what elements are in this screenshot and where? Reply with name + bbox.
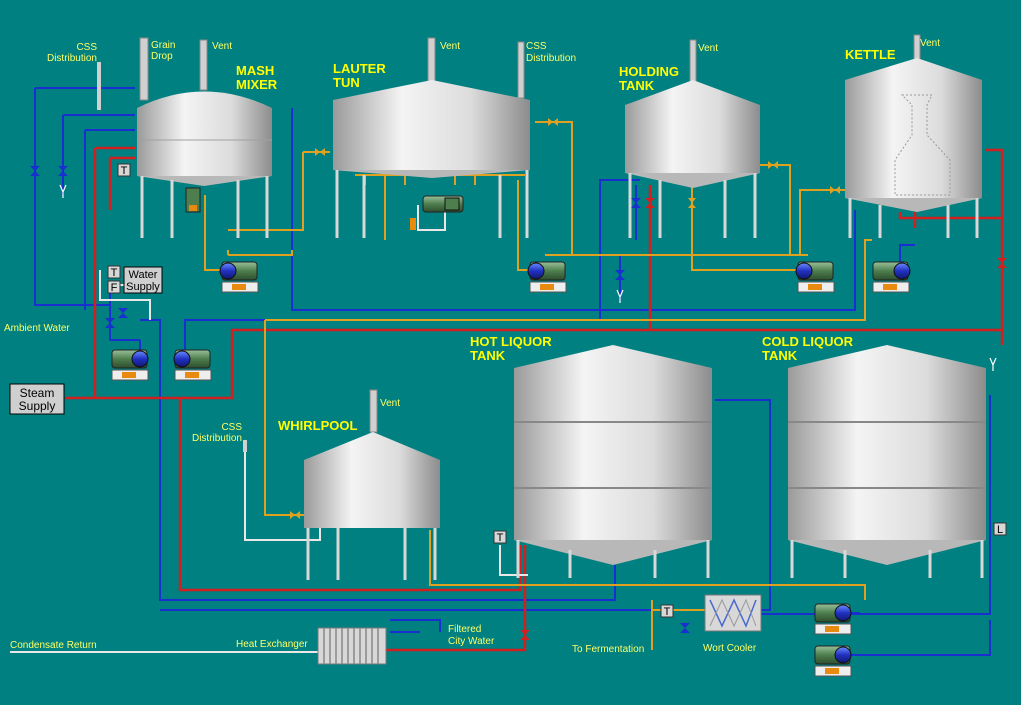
grain-drop-label: Grain — [151, 40, 175, 51]
temperature-indicator-cooler[interactable]: T — [660, 604, 674, 618]
valves[interactable] — [30, 166, 690, 633]
svg-text:TANK: TANK — [762, 348, 798, 363]
svg-text:Distribution: Distribution — [47, 53, 97, 64]
whirlpool-tank[interactable] — [304, 389, 440, 580]
lauter-tun-label: LAUTER — [333, 61, 386, 76]
svg-text:Steam: Steam — [20, 386, 55, 400]
svg-text:TANK: TANK — [619, 78, 655, 93]
svg-text:Distribution: Distribution — [192, 433, 242, 444]
pump-wort-cooler-1[interactable] — [814, 603, 852, 635]
svg-text:Supply: Supply — [126, 281, 160, 293]
valve-icon — [680, 623, 690, 633]
svg-text:TANK: TANK — [470, 348, 506, 363]
hot-liquor-tank[interactable] — [514, 345, 712, 578]
steam-supply-button[interactable]: Steam Supply — [9, 383, 65, 415]
hot-liquor-tank-label: HOT LIQUOR — [470, 334, 552, 349]
pump-wort-cooler-2[interactable] — [814, 645, 852, 677]
steam-valves[interactable] — [520, 198, 1007, 640]
valve-icon — [58, 166, 68, 176]
css-distribution-label: CSS — [526, 41, 547, 52]
cold-liquor-tank-label: COLD LIQUOR — [762, 334, 854, 349]
condensate-return-label: Condensate Return — [10, 640, 97, 651]
mash-mixer-label: MASH — [236, 63, 274, 78]
vent-label: Vent — [440, 41, 460, 52]
svg-text:City Water: City Water — [448, 636, 495, 647]
valve-icon — [548, 118, 558, 126]
svg-text:Drop: Drop — [151, 51, 173, 62]
pump-lauter[interactable] — [527, 261, 567, 293]
vent-label: Vent — [212, 41, 232, 52]
svg-text:T: T — [664, 606, 671, 618]
temperature-indicator-hlt[interactable]: T — [493, 530, 507, 544]
holding-tank[interactable] — [625, 39, 760, 238]
whirlpool-label: WHIRLPOOL — [278, 418, 357, 433]
heat-exchanger[interactable] — [317, 627, 387, 665]
pump-water-2[interactable] — [173, 349, 212, 381]
pump-kettle[interactable] — [872, 261, 911, 293]
valve-icon — [997, 258, 1007, 268]
cold-liquor-tank[interactable] — [788, 345, 986, 578]
valve-icon — [105, 318, 115, 328]
holding-tank-label: HOLDING — [619, 64, 679, 79]
valve-icon — [30, 166, 40, 176]
pump-lauter-rake[interactable] — [410, 195, 464, 230]
steam-pipes — [65, 146, 1004, 652]
svg-text:MIXER: MIXER — [236, 77, 278, 92]
temperature-indicator-water[interactable]: T — [107, 265, 121, 279]
svg-text:T: T — [111, 267, 118, 279]
wort-cooler-label: Wort Cooler — [703, 643, 757, 654]
lauter-tun-tank[interactable] — [333, 37, 530, 238]
pump-mash[interactable] — [219, 261, 259, 293]
small-labels: CSS Distribution Grain Drop Vent Vent CS… — [4, 38, 940, 655]
heat-exchanger-label: Heat Exchanger — [236, 639, 308, 650]
svg-text:Supply: Supply — [19, 399, 56, 413]
valve-icon — [118, 308, 128, 318]
vent-label: Vent — [920, 38, 940, 49]
pump-holding[interactable] — [795, 261, 835, 293]
valve-icon — [315, 148, 325, 156]
svg-text:T: T — [497, 532, 504, 544]
level-indicator-clt[interactable]: L — [993, 522, 1007, 536]
valve-icon — [688, 198, 696, 208]
wort-valves[interactable] — [290, 118, 840, 519]
ambient-water-label: Ambient Water — [4, 323, 70, 334]
valve-icon — [768, 161, 778, 169]
svg-text:T: T — [121, 165, 128, 177]
condensate-pipes — [10, 205, 528, 653]
valve-icon — [631, 198, 641, 208]
vent-label: Vent — [698, 43, 718, 54]
css-distribution-label: CSS — [76, 42, 97, 53]
svg-text:TUN: TUN — [333, 75, 360, 90]
css-distribution-label: CSS — [221, 422, 242, 433]
wort-cooler[interactable] — [704, 594, 762, 632]
valve-icon — [645, 198, 655, 208]
distribution-standpipes — [97, 62, 247, 452]
svg-text:F: F — [111, 282, 118, 294]
kettle-label: KETTLE — [845, 47, 896, 62]
svg-text:L: L — [997, 524, 1003, 536]
valve-icon — [290, 511, 300, 519]
temperature-indicator-mash[interactable]: T — [117, 163, 131, 177]
svg-text:Distribution: Distribution — [526, 53, 576, 64]
valve-icon — [830, 186, 840, 194]
mash-mixer-tank[interactable] — [137, 37, 272, 238]
vent-label: Vent — [380, 398, 400, 409]
pump-water-1[interactable] — [111, 349, 149, 381]
valve-icon — [520, 630, 530, 640]
valve-icon — [615, 270, 625, 280]
to-fermentation-label: To Fermentation — [572, 644, 644, 655]
tank-labels: MASH MIXER LAUTER TUN HOLDING TANK KETTL… — [236, 47, 896, 433]
filtered-city-water-label: Filtered — [448, 624, 481, 635]
kettle-tank[interactable] — [845, 34, 982, 238]
drains — [59, 184, 997, 371]
water-supply-button[interactable]: Water Supply — [123, 266, 163, 294]
flow-indicator-water[interactable]: F — [107, 280, 121, 294]
svg-text:Water: Water — [129, 269, 158, 281]
